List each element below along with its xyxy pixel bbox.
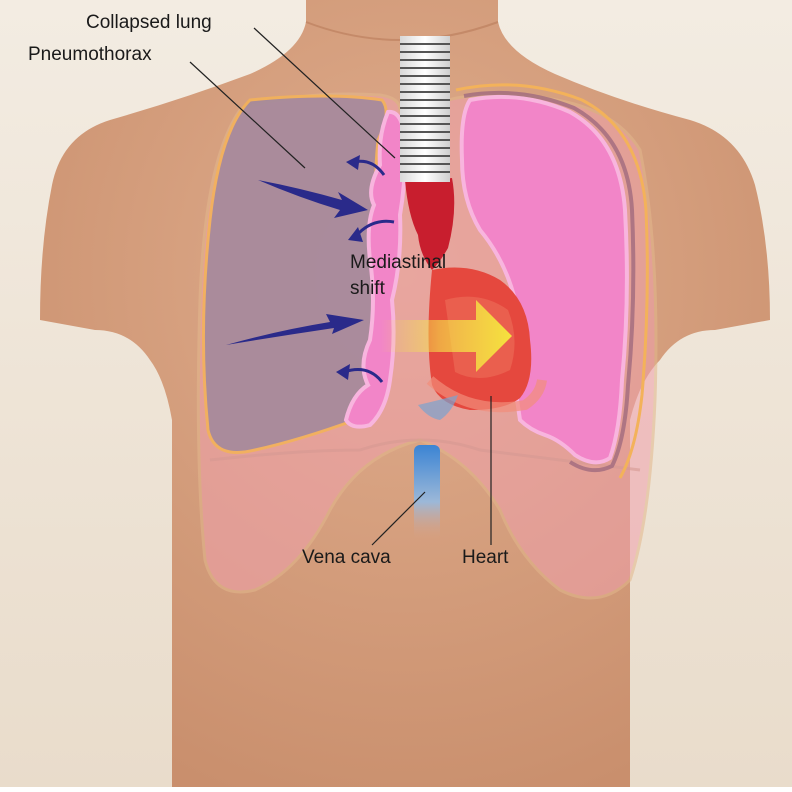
vena-cava-label: Vena cava [302,547,391,568]
mediastinal-shift-line1: Mediastinal [350,250,446,276]
mediastinal-shift-label: Mediastinal shift [350,250,446,302]
collapsed-lung-label: Collapsed lung [86,12,212,33]
mediastinal-shift-line2: shift [350,276,446,302]
heart-label: Heart [462,547,508,568]
vena-cava [414,445,440,540]
pneumothorax-label: Pneumothorax [28,44,152,65]
